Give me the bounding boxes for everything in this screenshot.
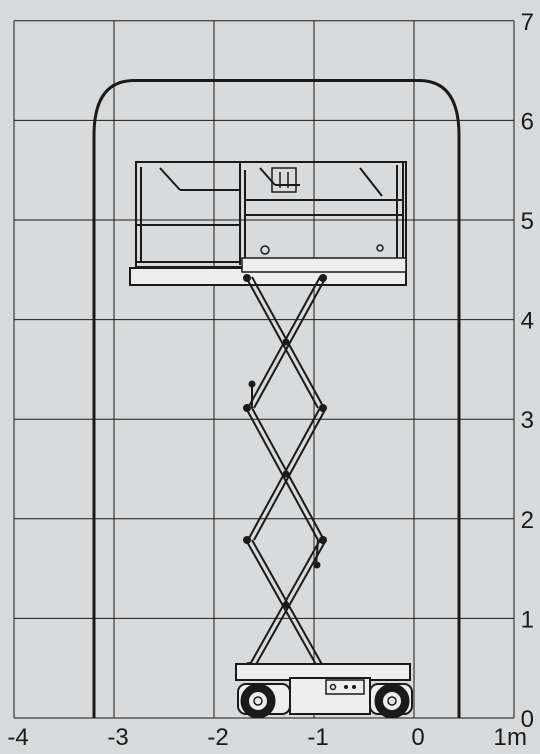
y-tick-label: 1 — [521, 606, 534, 633]
y-tick-label: 3 — [521, 407, 534, 434]
y-tick-label: 6 — [521, 108, 534, 135]
y-axis-labels: 0 1 2 3 4 5 6 7 — [521, 9, 534, 733]
y-tick-label: 5 — [521, 208, 534, 235]
platform-railing — [135, 161, 407, 270]
work-envelope — [92, 79, 461, 718]
y-tick-label: 4 — [521, 308, 534, 335]
platform-frame — [241, 257, 407, 273]
scissor-lift — [129, 161, 413, 719]
x-tick-label: -2 — [207, 724, 228, 749]
x-tick-label: -3 — [107, 724, 128, 749]
x-tick-label: 1 — [493, 724, 506, 749]
x-axis-unit: m — [507, 724, 527, 749]
control-box — [260, 167, 384, 255]
grid-lines — [13, 20, 515, 719]
y-tick-label: 0 — [521, 706, 534, 733]
x-tick-label: -1 — [307, 724, 328, 749]
front-wheel — [374, 683, 410, 719]
x-tick-label: -4 — [7, 724, 28, 749]
x-tick-label: 0 — [411, 724, 424, 749]
y-tick-label: 2 — [521, 507, 534, 534]
rear-wheel — [240, 683, 276, 719]
y-tick-label: 7 — [521, 9, 534, 36]
work-envelope-outline — [92, 79, 461, 718]
